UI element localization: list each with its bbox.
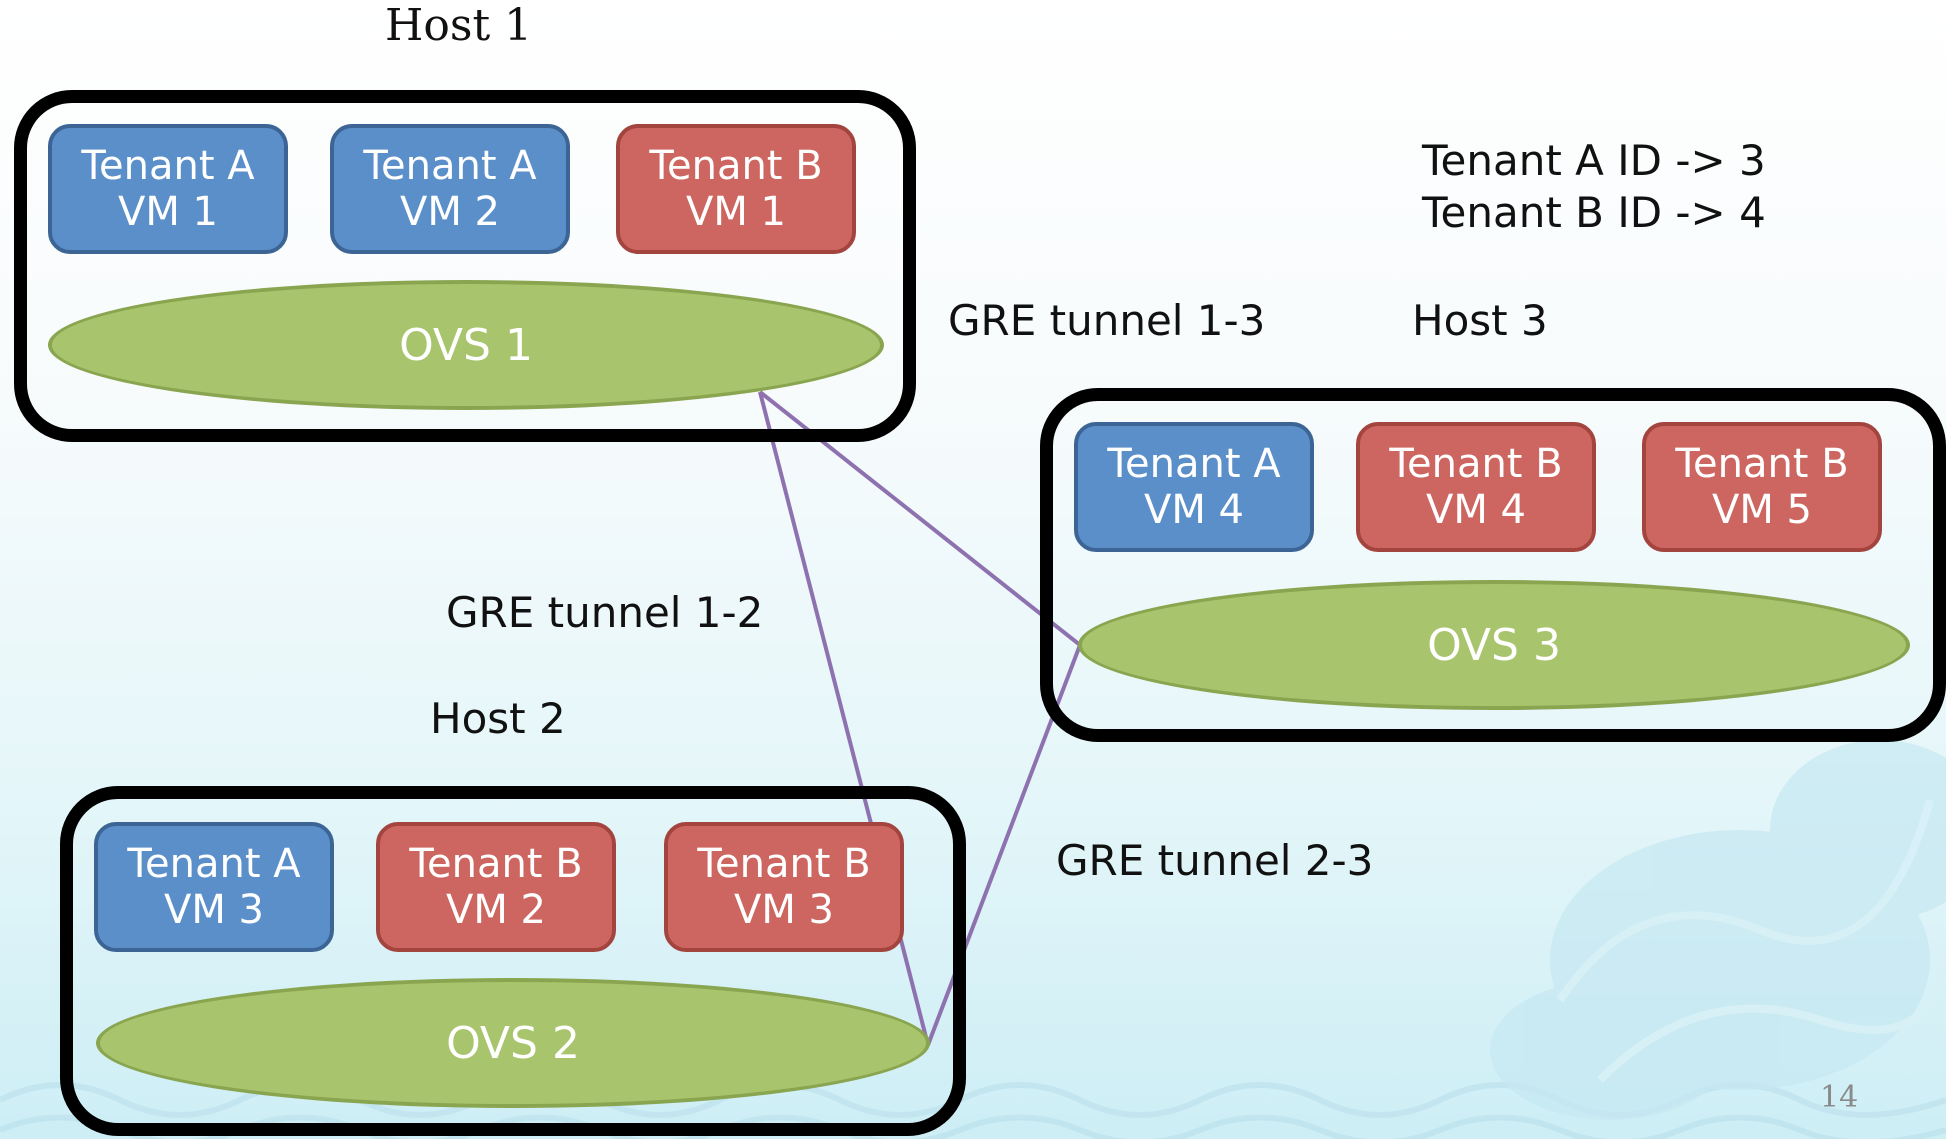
vm-name-label: VM 2	[399, 189, 501, 235]
host-2-title: Host 2	[430, 694, 566, 743]
vm-name-label: VM 1	[685, 189, 787, 235]
gre-tunnel-1-2-label: GRE tunnel 1-2	[446, 588, 764, 637]
vm-tenant-label: Tenant A	[127, 841, 301, 887]
host-3-vm-tenant-a-vm-4: Tenant A VM 4	[1074, 422, 1314, 552]
gre-tunnel-2-3-label: GRE tunnel 2-3	[1056, 836, 1374, 885]
vm-tenant-label: Tenant B	[1389, 441, 1563, 487]
vm-tenant-label: Tenant B	[409, 841, 583, 887]
host-3-vm-tenant-b-vm-5: Tenant B VM 5	[1642, 422, 1882, 552]
host-3-box	[1040, 388, 1946, 742]
host-2-vm-tenant-b-vm-3: Tenant B VM 3	[664, 822, 904, 952]
vm-name-label: VM 2	[445, 887, 547, 933]
gre-tunnel-1-3-label: GRE tunnel 1-3	[948, 296, 1266, 345]
tenant-a-id-label: Tenant A ID -> 3	[1422, 136, 1766, 185]
vm-name-label: VM 4	[1425, 487, 1527, 533]
host-3-vm-tenant-b-vm-4: Tenant B VM 4	[1356, 422, 1596, 552]
ovs-1: OVS 1	[48, 280, 884, 410]
host-1-title: Host 1	[385, 0, 533, 51]
host-2-box	[60, 786, 966, 1136]
host-1-vm-tenant-a-vm-2: Tenant A VM 2	[330, 124, 570, 254]
host-2-vm-tenant-b-vm-2: Tenant B VM 2	[376, 822, 616, 952]
vm-tenant-label: Tenant B	[649, 143, 823, 189]
vm-name-label: VM 4	[1143, 487, 1245, 533]
vm-name-label: VM 3	[733, 887, 835, 933]
vm-name-label: VM 1	[117, 189, 219, 235]
vm-name-label: VM 5	[1711, 487, 1813, 533]
vm-name-label: VM 3	[163, 887, 265, 933]
vm-tenant-label: Tenant A	[1107, 441, 1281, 487]
vm-tenant-label: Tenant A	[363, 143, 537, 189]
vm-tenant-label: Tenant B	[1675, 441, 1849, 487]
host-3-title: Host 3	[1412, 296, 1548, 345]
page-number: 14	[1820, 1080, 1859, 1115]
vm-tenant-label: Tenant B	[697, 841, 871, 887]
ovs-3: OVS 3	[1078, 580, 1910, 710]
host-2-vm-tenant-a-vm-3: Tenant A VM 3	[94, 822, 334, 952]
tenant-b-id-label: Tenant B ID -> 4	[1422, 188, 1766, 237]
vm-tenant-label: Tenant A	[81, 143, 255, 189]
host-1-vm-tenant-a-vm-1: Tenant A VM 1	[48, 124, 288, 254]
ovs-2: OVS 2	[96, 978, 930, 1108]
host-1-vm-tenant-b-vm-1: Tenant B VM 1	[616, 124, 856, 254]
host-1-box	[14, 90, 916, 442]
